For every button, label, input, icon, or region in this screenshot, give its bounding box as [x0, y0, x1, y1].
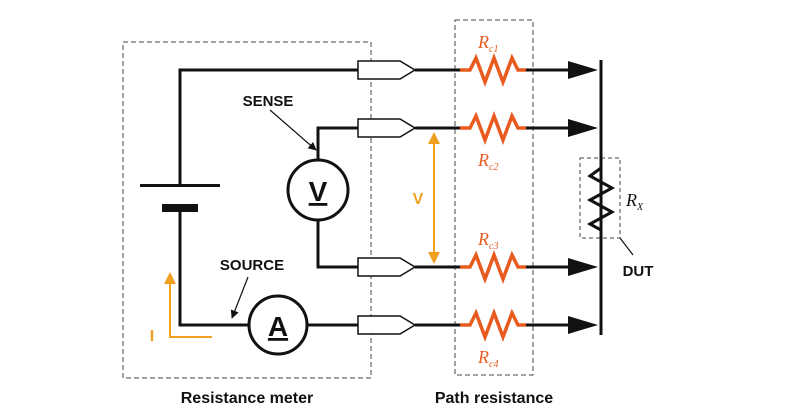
- rx-label: RX: [625, 190, 644, 213]
- sense-label: SENSE: [243, 93, 294, 110]
- connector-1: [357, 60, 417, 80]
- dut-label: DUT: [623, 263, 654, 280]
- arrowhead-4: [568, 316, 598, 334]
- ammeter-label: A: [268, 311, 288, 342]
- resistor-rc3: [460, 250, 526, 284]
- resistor-rc2: [460, 111, 526, 145]
- current-label: I: [150, 328, 154, 345]
- path-resistance-caption: Path resistance: [435, 390, 553, 407]
- rc1-label: Rc1: [477, 32, 498, 55]
- source-pointer: [230, 276, 249, 319]
- source-label: SOURCE: [220, 257, 284, 274]
- rc4-label: Rc4: [477, 347, 498, 370]
- connector-3: [357, 257, 417, 277]
- resistance-meter-box: [122, 41, 372, 379]
- dut-pointer: [619, 237, 634, 256]
- battery-long-plate: [140, 184, 220, 187]
- path-resistors: [460, 53, 526, 342]
- dut-resistor-zigzag: [586, 160, 616, 236]
- resistance-meter-caption: Resistance meter: [181, 390, 314, 407]
- rc3-label: Rc3: [477, 229, 498, 252]
- connector-4: [357, 315, 417, 335]
- voltmeter-circle: [286, 158, 350, 222]
- resistor-rc1: [460, 53, 526, 87]
- arrowhead-2: [568, 119, 598, 137]
- voltmeter-label: V: [309, 176, 328, 207]
- circuit-wires: [178, 60, 603, 335]
- arrowhead-1: [568, 61, 598, 79]
- current-arrow: [164, 272, 212, 338]
- ammeter-circle: [247, 294, 309, 356]
- resistor-rc4: [460, 308, 526, 342]
- connectors: [357, 60, 417, 335]
- path-resistance-box: [454, 19, 534, 376]
- battery-short-plate: [162, 204, 198, 212]
- voltage-label: V: [413, 191, 424, 208]
- arrowhead-3: [568, 258, 598, 276]
- sense-pointer: [269, 109, 317, 151]
- lead-arrowheads: [568, 61, 598, 334]
- rc2-label: Rc2: [477, 150, 498, 173]
- connector-2: [357, 118, 417, 138]
